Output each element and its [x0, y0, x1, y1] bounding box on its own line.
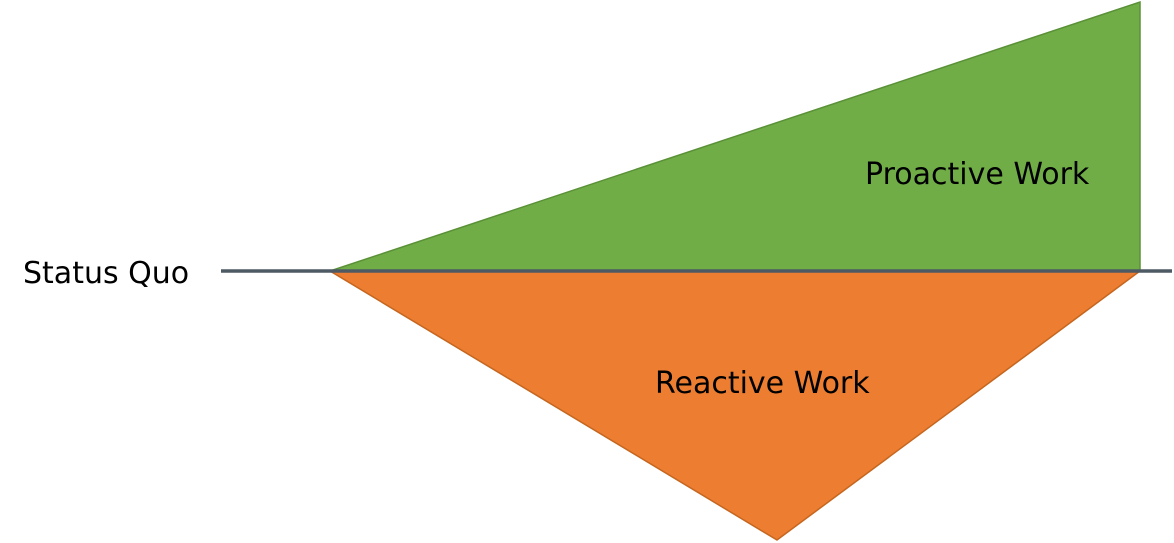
proactive-work-label: Proactive Work	[865, 157, 1090, 192]
reactive-work-triangle	[327, 270, 1143, 541]
status-quo-label: Status Quo	[23, 256, 189, 291]
reactive-work-label: Reactive Work	[655, 366, 870, 401]
proactive-work-triangle	[329, 0, 1141, 272]
